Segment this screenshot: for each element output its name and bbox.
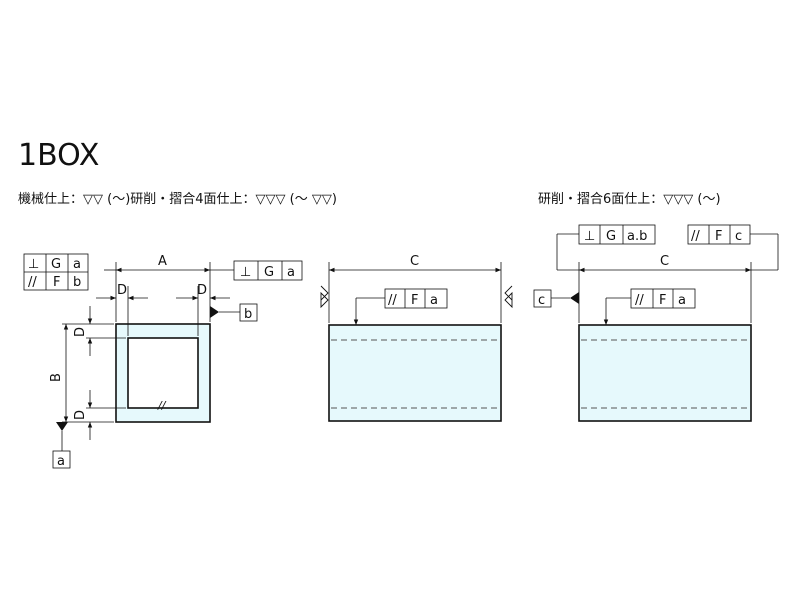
dim-d-label-left-bottom: D [73,410,88,420]
finish-note-4-sides: 機械仕上：▽▽ (〜)研削・摺合4面仕上：▽▽▽ (〜 ▽▽) [18,192,337,207]
hatch-mark: // [157,399,167,412]
svg-text:F: F [659,293,666,308]
side-view-6-sides: C ⊥ G a.b // F c c [533,224,779,422]
page-title: 1BOX [18,138,100,173]
svg-text:a.b: a.b [627,229,647,244]
datum-c-triangle [570,292,579,304]
side-view-4-sides: C // F a [320,254,513,422]
svg-text:a: a [678,293,686,308]
svg-text:c: c [735,229,742,244]
side-body-middle [328,324,502,422]
svg-text:G: G [606,229,616,244]
svg-text:a: a [287,265,295,280]
datum-b-label: b [244,307,252,322]
dim-a-label: A [158,254,167,269]
svg-text:⊥: ⊥ [240,265,251,280]
cross-section-view: // A D D B D D a [23,253,303,469]
datum-b-triangle [210,306,219,318]
dim-c-label-middle: C [410,254,419,269]
tolerance-frame-stacked: ⊥ G a // F b [23,253,89,291]
svg-text://: // [28,275,37,290]
svg-text:a: a [73,257,81,272]
dim-d-label-top-left: D [117,283,127,298]
svg-text:⊥: ⊥ [28,257,39,272]
svg-text:F: F [411,293,418,308]
svg-text:G: G [264,265,274,280]
svg-text:b: b [73,275,81,290]
svg-text:⊥: ⊥ [584,229,595,244]
svg-text://: // [635,293,644,308]
svg-text:G: G [51,257,61,272]
dim-b-label: B [49,373,64,382]
tolerance-frame-parallel-a-middle: // F a [384,288,448,309]
finish-symbol-right [504,285,513,309]
tolerance-frame-perpendicular-ab: ⊥ G a.b [578,224,656,245]
tolerance-frame-parallel-a-right: // F a [630,288,696,309]
svg-text:a: a [430,293,438,308]
tolerance-frame-perpendicular-a: ⊥ G a [233,260,303,281]
svg-text:F: F [715,229,722,244]
finish-note-6-sides: 研削・摺合6面仕上：▽▽▽ (〜) [538,192,721,207]
finish-symbol-left [320,285,329,309]
svg-text://: // [388,293,397,308]
dim-d-label-left-top: D [73,327,88,337]
datum-a-triangle [56,422,68,431]
tolerance-frame-parallel-c: // F c [687,224,751,245]
inner-hollow [127,337,199,409]
dim-d-label-top-right: D [197,283,207,298]
side-body-right [578,324,752,422]
datum-c-label: c [538,293,545,308]
dim-c-label-right: C [660,254,669,269]
svg-text://: // [691,229,700,244]
datum-a-label: a [57,454,65,469]
svg-text:F: F [53,275,60,290]
